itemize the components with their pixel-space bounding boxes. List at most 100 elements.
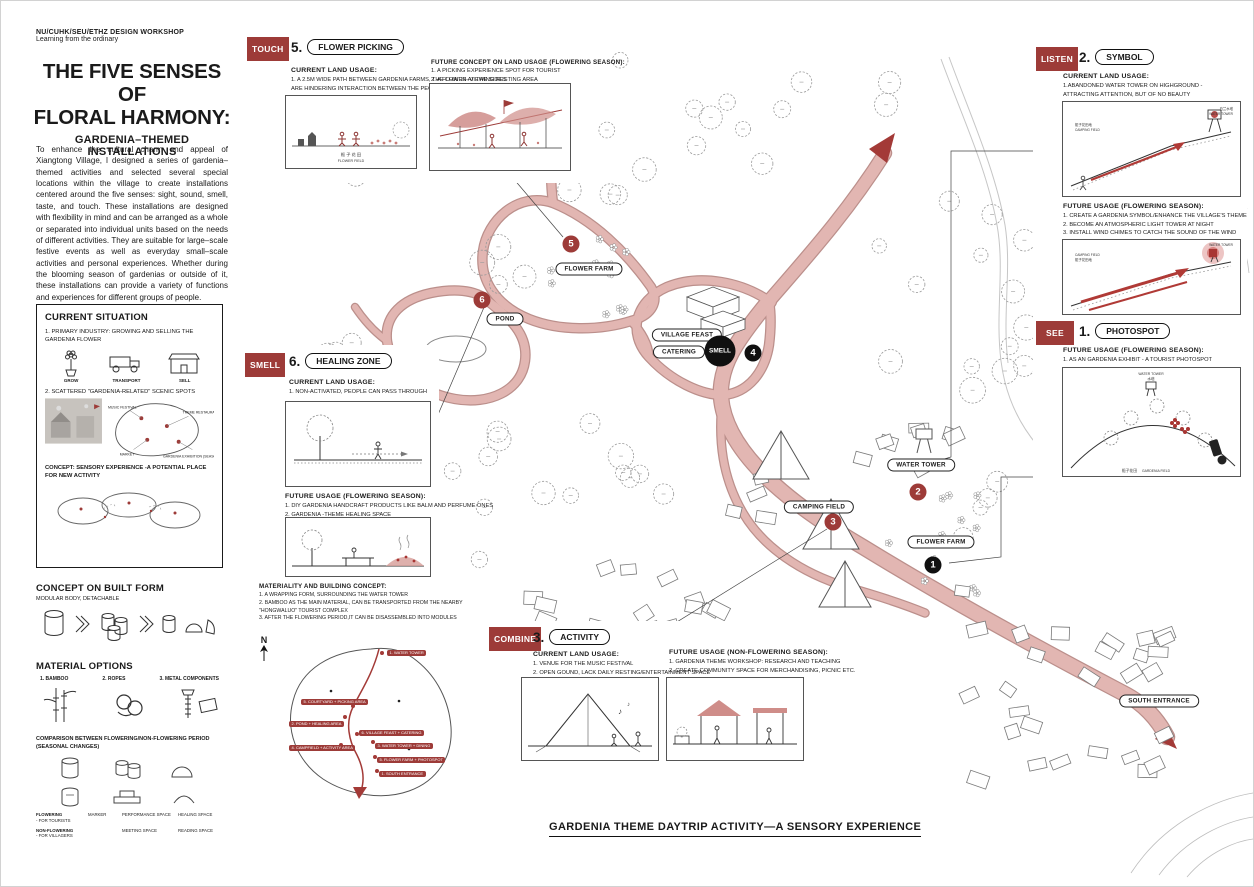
grow-label: GROW	[63, 378, 79, 384]
listen-current-line: ATTRACTING ATTENTION, BUT OF NO BEAUTY	[1063, 91, 1191, 98]
materials-title: MATERIAL OPTIONS	[36, 661, 133, 672]
material-ropes: 2. ROPES	[102, 676, 126, 682]
materials-section: MATERIAL OPTIONS 1. BAMBOO 2. ROPES 3. M…	[36, 661, 223, 726]
materiality-line: 1. A WRAPPING FORM, SURROUNDING THE WATE…	[259, 592, 409, 598]
title-line-2: FLORAL HARMONY:	[33, 105, 231, 129]
map-pill-camping-field: CAMPING FIELD	[783, 500, 855, 514]
listen-future-line: 1. CREATE A GARDENIA SYMBOL/ENHANCE THE …	[1063, 213, 1247, 219]
touch-name-pill: FLOWER PICKING	[307, 39, 404, 55]
built-form-title: CONCEPT ON BUILT FORM	[36, 583, 165, 594]
map-bottom-title: GARDENIA THEME DAYTRIP ACTIVITY—A SENSOR…	[549, 821, 922, 837]
transport-icon	[109, 356, 140, 373]
touch-current-sketch: 栀 子 花 田 FLOWER FIELD	[285, 95, 417, 169]
map-pill-village-feast: VILLAGE FEAST	[651, 328, 723, 342]
map-pill-south-entrance: SOUTH ENTRANCE	[1119, 694, 1199, 708]
comparison-title-2: (SEASONAL CHANGES)	[36, 743, 100, 750]
touch-field-en: FLOWER FIELD	[338, 159, 365, 163]
sell-label: SELL	[179, 378, 191, 384]
map-marker-6: 6	[473, 291, 491, 309]
smell-number: 6.	[289, 353, 301, 369]
bamboo-icon	[43, 688, 77, 722]
current-situation-title: CURRENT SITUATION	[45, 312, 148, 323]
intro-paragraph: To enhance the cultural charm and appeal…	[36, 145, 228, 302]
see-number: 1.	[1079, 323, 1091, 339]
map-pill-pond: POND	[486, 312, 524, 326]
map-marker-1: 1	[924, 556, 942, 574]
touch-field-cn: 栀 子 花 田	[341, 151, 361, 158]
combine-current-title: CURRENT LAND USAGE:	[533, 651, 620, 658]
keymap-label-1: 5. COURTYARD + PICKING AREA	[301, 699, 369, 705]
map-pill-water-tower: WATER TOWER	[887, 458, 955, 472]
listen-future-line: 3. INSTALL WIND CHIMES TO CATCH THE SOUN…	[1063, 230, 1237, 237]
keymap-label-5: 3. WATER TOWER + DINING	[375, 743, 433, 749]
spot-label-market: MARKET	[120, 453, 136, 457]
built-form-subtitle: MODULAR BODY, DETACHABLE	[36, 596, 120, 602]
see-callout: SEE 1. PHOTOSPOT FUTURE USAGE (FLOWERING…	[1033, 315, 1247, 481]
keymap-label-6: 5. FLOWER FARM + PHOTOSPOT	[377, 757, 446, 763]
map-pill-catering: CATERING	[652, 345, 706, 359]
keymap-label-0: 1. WATER TOWER	[387, 650, 427, 656]
touch-current-line: ARE HINDERING INTERACTION BETWEEN THE PE…	[291, 85, 487, 92]
listen-field-cn: 栀子花田地	[1075, 122, 1093, 127]
listen-tag: LISTEN	[1036, 47, 1079, 71]
north-indicator: N	[259, 635, 269, 661]
smell-current-sketch	[285, 401, 431, 487]
industry-icons: GROW TRANSPORT	[45, 347, 214, 383]
listen-callout: LISTEN 2. SYMBOL CURRENT LAND USAGE: 1.A…	[1033, 43, 1247, 319]
built-form-section: CONCEPT ON BUILT FORM MODULAR BODY, DETA…	[36, 583, 223, 648]
map-pill-flower-farm-top: FLOWER FARM	[555, 262, 623, 276]
village-feast-buildings	[685, 286, 747, 338]
cmp-row2-sub: - FOR VILLAGERS	[36, 833, 73, 839]
see-name-pill: PHOTOSPOT	[1095, 323, 1171, 339]
combine-current-line: 1. VENUE FOR THE MUSIC FESTIVAL	[533, 661, 634, 667]
listen-field-en: CAMPING FIELD	[1075, 128, 1100, 132]
smell-name-pill: HEALING ZONE	[305, 353, 392, 369]
see-field-cn: 栀子花田	[1122, 468, 1137, 473]
map-pill-flower-farm-right: FLOWER FARM	[907, 535, 975, 549]
combine-future-line: 2. CREATE COMMUNITY SPACE FOR MERCHANDIS…	[669, 667, 856, 674]
cmp-col-reading: READING SPACE	[178, 827, 214, 833]
touch-future-title: FUTURE CONCEPT ON LAND USAGE (FLOWERING …	[431, 59, 625, 66]
map-marker-4: 4	[744, 344, 762, 362]
see-future-title: FUTURE USAGE (FLOWERING SEASON):	[1063, 347, 1204, 354]
listen-current-line: 1.ABANDONED WATER TOWER ON HIGHGROUND -	[1063, 83, 1203, 89]
water-tower-icon	[915, 428, 933, 454]
sell-icon	[167, 353, 200, 374]
see-field-en: GARDENIA FIELD	[1142, 469, 1171, 473]
listen2-tower-en: WATER TOWER	[1209, 243, 1233, 247]
listen-name-pill: SYMBOL	[1095, 49, 1154, 65]
smell-future-title: FUTURE USAGE (FLOWERING SEASON):	[285, 493, 426, 500]
see-tower-en: WATER TOWER	[1138, 372, 1164, 376]
map-marker-2: 2	[909, 483, 927, 501]
listen-current-title: CURRENT LAND USAGE:	[1063, 73, 1150, 80]
comparison-table: FLOWERING - FOR TOURISTS MARKER PERFORMA…	[36, 812, 226, 838]
stream-lines	[940, 56, 1038, 446]
listen2-field-en: CAMPING FIELD	[1075, 253, 1100, 257]
see-tower-cn: 水塔	[1147, 376, 1155, 381]
keymap-label-2: 2. POND + HEALING AREA	[289, 721, 344, 727]
map-badge-smell: SMELL	[704, 335, 736, 367]
materiality-line: 2. BAMBOO AS THE MAIN MATERIAL, CAN BE T…	[259, 599, 463, 606]
current-situation-panel: CURRENT SITUATION 1. PRIMARY INDUSTRY: G…	[36, 304, 223, 568]
festival-photo	[45, 398, 102, 444]
listen-future-sketch: CAMPING FIELD 栀子花田地 WATER TOWER	[1062, 239, 1241, 315]
transport-label: TRANSPORT	[112, 378, 141, 384]
combine-number: 3.	[533, 629, 545, 645]
spot-label-exhibition: GARDENIA EXHIBITION (SEASONAL)	[163, 455, 214, 459]
built-form-diagram	[44, 610, 215, 641]
listen-tower-cn: 白兰水塔	[1219, 106, 1233, 111]
title-line-1: THE FIVE SENSES OF	[42, 60, 222, 106]
smell-callout: SMELL 6. HEALING ZONE CURRENT LAND USAGE…	[241, 345, 493, 623]
spot-label-music: MUSIC FESTIVAL	[108, 406, 137, 410]
workshop-tagline: Learning from the ordinary	[36, 36, 119, 43]
touch-tag: TOUCH	[247, 37, 289, 61]
combine-future-sketch	[666, 677, 804, 761]
current-situation-item2: 2. SCATTERED "GARDENIA-RELATED" SCENIC S…	[45, 389, 196, 396]
svg-text:♪: ♪	[627, 702, 630, 708]
combine-callout: COMBINE 3. ACTIVITY CURRENT LAND USAGE: …	[485, 621, 855, 763]
keymap-label-3: 6. VILLAGE FEAST + CATERING	[359, 730, 424, 736]
smell-future-line: 1. DIY GARDENIA HANDCRAFT PRODUCTS LIKE …	[285, 503, 494, 509]
combine-current-sketch: ♪ ♪	[521, 677, 659, 761]
see-future-line: 1. AS AN GARDENIA EXHIBIT - A TOURIST PH…	[1063, 357, 1212, 363]
smell-current-line: 1. NON-ACTIVATED, PEOPLE CAN PASS THROUG…	[289, 389, 427, 395]
